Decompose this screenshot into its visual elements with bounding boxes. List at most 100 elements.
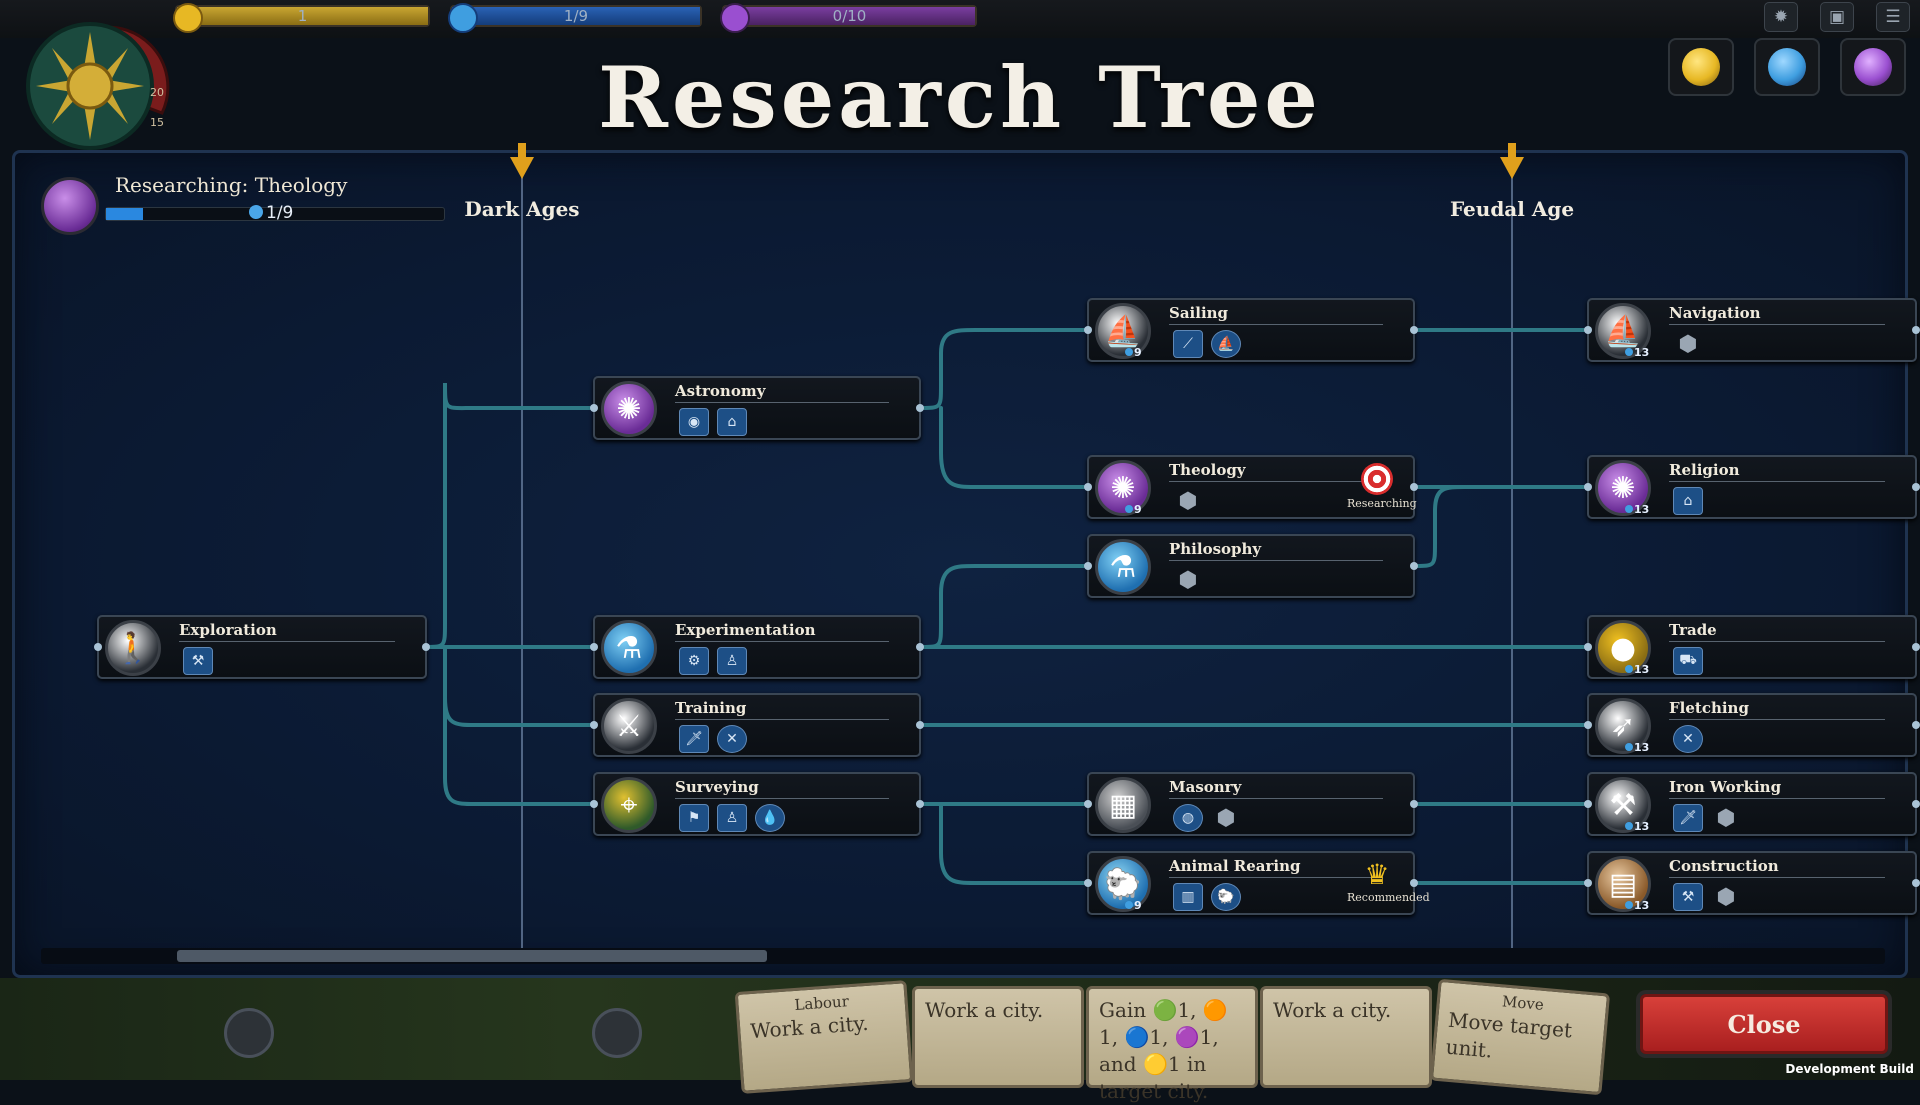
tech-name: Construction	[1669, 857, 1779, 875]
tech-unlocks: ◉⌂	[679, 408, 747, 436]
connector-pin	[1410, 562, 1418, 570]
tech-unlocks: ⛟	[1673, 647, 1703, 675]
tech-status-recommended: ♛Recommended	[1347, 859, 1430, 905]
screenshot-icon[interactable]: ▣	[1820, 2, 1854, 32]
building-icon[interactable]: ⌂	[717, 408, 747, 436]
tech-node-philosophy[interactable]: ⚗Philosophy⬢	[1084, 534, 1418, 598]
tech-node-astronomy[interactable]: ✺Astronomy◉⌂	[590, 376, 924, 440]
eye-icon[interactable]: ◉	[679, 408, 709, 436]
gold-orb-icon	[1682, 48, 1720, 86]
cart-icon[interactable]: ⛟	[1673, 647, 1703, 675]
hammer-icon[interactable]: ⚒	[183, 647, 213, 675]
sundial-clock: 20 15	[26, 22, 170, 150]
faith-bar: 0/10	[720, 3, 977, 33]
page-title: Research Tree	[598, 48, 1322, 147]
sword-icon[interactable]: 🗡	[1673, 804, 1703, 832]
sheep-icon[interactable]: 🐑	[1211, 883, 1241, 911]
connector-pin	[1912, 800, 1920, 808]
astronomy-icon: ✺	[601, 381, 657, 437]
tech-cost: 13	[1625, 741, 1649, 754]
tech-unlocks: ⬢	[1173, 566, 1203, 594]
stone-icon[interactable]: ◍	[1173, 804, 1203, 832]
scrollbar-thumb[interactable]	[177, 950, 767, 962]
connector-pin	[1912, 326, 1920, 334]
tech-name: Training	[675, 699, 747, 717]
tool-slot-icon[interactable]	[592, 1008, 642, 1058]
connector-pin	[1912, 721, 1920, 729]
bug-icon[interactable]: ✹	[1764, 2, 1798, 32]
tech-name: Religion	[1669, 461, 1740, 479]
tech-name: Experimentation	[675, 621, 816, 639]
hex-icon[interactable]: ⬢	[1178, 567, 1198, 593]
horizontal-scrollbar[interactable]	[41, 948, 1885, 964]
gold-value: 1	[297, 7, 308, 25]
tech-unlocks: ▥🐑	[1173, 883, 1241, 911]
tech-unlocks: ⟋⛵	[1173, 330, 1241, 358]
person-icon[interactable]: ♙	[717, 647, 747, 675]
research-orb-slot[interactable]	[1754, 38, 1820, 96]
tech-unlocks: 🗡✕	[679, 725, 747, 753]
connector-pin	[1410, 879, 1418, 887]
hex-icon[interactable]: ⬢	[1716, 805, 1736, 831]
tech-node-masonry[interactable]: ▦Masonry◍⬢	[1084, 772, 1418, 836]
research-tree-panel: Researching: Theology 1/9 Dark Ages Feud…	[12, 143, 1920, 978]
gold-orb-slot[interactable]	[1668, 38, 1734, 96]
gold-bar: 1	[173, 3, 430, 33]
flag-icon[interactable]: ⚑	[679, 804, 709, 832]
tech-unlocks: ⌂	[1673, 487, 1703, 515]
action-card[interactable]: Gain 🟢1, 🟠1, 🔵1, 🟣1, and 🟡1 in target ci…	[1086, 986, 1258, 1103]
crossed-icon[interactable]: ✕	[717, 725, 747, 753]
crossed-icon[interactable]: ✕	[1673, 725, 1703, 753]
hex-icon[interactable]: ⬢	[1678, 331, 1698, 357]
current-research: Researching: Theology 1/9	[41, 167, 461, 237]
hex-icon[interactable]: ⬢	[1178, 488, 1198, 514]
sword-icon[interactable]: 🗡	[679, 725, 709, 753]
tech-name: Masonry	[1169, 778, 1242, 796]
hex-icon[interactable]: ⬢	[1716, 884, 1736, 910]
philosophy-icon: ⚗	[1095, 539, 1151, 595]
researching-label: Researching: Theology	[115, 173, 348, 197]
faith-value: 0/10	[832, 7, 867, 25]
experimentation-icon: ⚗	[601, 620, 657, 676]
card-text: Work a city.	[1273, 998, 1392, 1022]
tech-name: Navigation	[1669, 304, 1761, 322]
age-label-feudal-age: Feudal Age	[1449, 197, 1575, 221]
tech-node-surveying[interactable]: ⌖Surveying⚑♙💧	[590, 772, 924, 836]
oar-icon[interactable]: ⟋	[1173, 330, 1203, 358]
svg-text:15: 15	[150, 116, 164, 129]
pen-icon[interactable]: ▥	[1173, 883, 1203, 911]
connector-pin	[1584, 643, 1592, 651]
status-label: Recommended	[1347, 891, 1430, 904]
close-button[interactable]: Close	[1640, 994, 1888, 1054]
unit-slot-icon[interactable]	[224, 1008, 274, 1058]
tech-node-experimentation[interactable]: ⚗ Experimentation ⚙ ♙	[590, 615, 924, 679]
ship-icon[interactable]: ⛵	[1211, 330, 1241, 358]
faith-orb-slot[interactable]	[1840, 38, 1906, 96]
tool-icon[interactable]: ⚙	[679, 647, 709, 675]
tech-name: Theology	[1169, 461, 1246, 479]
action-card[interactable]: Work a city.	[1260, 986, 1432, 1088]
age-line-dark-ages	[521, 153, 523, 953]
building-icon[interactable]: ⌂	[1673, 487, 1703, 515]
water-icon[interactable]: 💧	[755, 804, 785, 832]
person-icon[interactable]: ♙	[717, 804, 747, 832]
tech-connections	[423, 328, 1589, 885]
hammer-icon[interactable]: ⚒	[1673, 883, 1703, 911]
tech-node-exploration[interactable]: 🚶Exploration⚒	[94, 615, 430, 679]
hex-icon[interactable]: ⬢	[1216, 805, 1236, 831]
action-card[interactable]: Work a city.	[912, 986, 1084, 1088]
tech-name: Iron Working	[1669, 778, 1782, 796]
tech-node-training[interactable]: ⚔Training🗡✕	[590, 693, 924, 757]
menu-icon[interactable]: ☰	[1876, 2, 1910, 32]
